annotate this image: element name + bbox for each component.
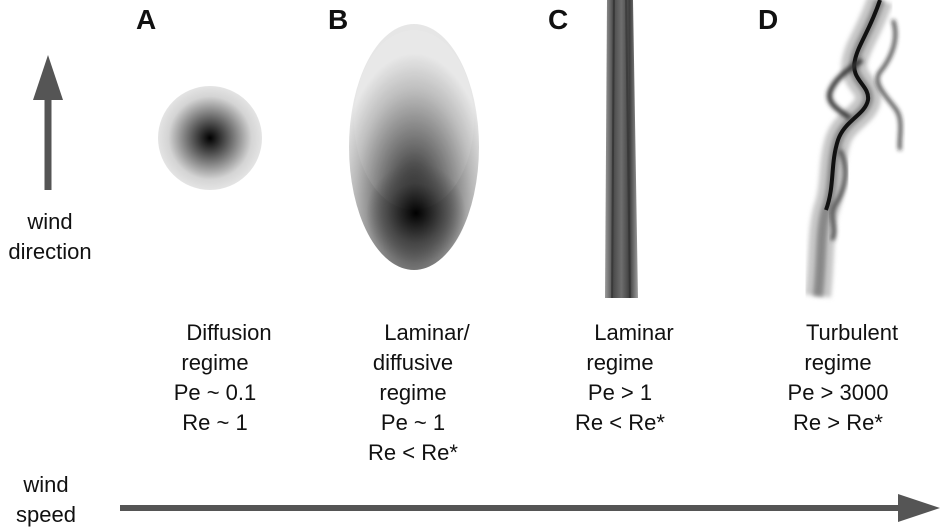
wind-speed-label: wind speed <box>6 470 86 530</box>
wind-direction-arrow <box>33 55 63 190</box>
caption-c-line: Laminar <box>594 320 674 345</box>
panel-letter-d: D <box>758 4 779 35</box>
wind-direction-line2: direction <box>8 239 92 264</box>
panel-letter-a: A <box>136 4 157 35</box>
caption-b-line: regime <box>379 380 447 405</box>
wind-speed-line2: speed <box>16 502 76 527</box>
caption-a: Diffusion regime Pe ~ 0.1 Re ~ 1 <box>115 318 315 438</box>
turbulent-plume <box>805 0 902 298</box>
caption-b-line: diffusive <box>372 350 454 375</box>
caption-c-line: Re < Re* <box>575 410 665 435</box>
caption-a-line: Pe ~ 0.1 <box>173 380 257 405</box>
wind-direction-line1: wind <box>27 209 73 234</box>
caption-b-line: Re < Re* <box>368 440 458 465</box>
caption-b-line: Pe ~ 1 <box>380 410 446 435</box>
diffusion-plume <box>158 86 262 190</box>
laminar-diffusive-plume <box>349 24 479 270</box>
caption-d-line: Pe > 3000 <box>787 380 889 405</box>
caption-d: Turbulent regime Pe > 3000 Re > Re* <box>738 318 938 438</box>
caption-c-line: regime <box>586 350 654 375</box>
wind-direction-label: wind direction <box>0 207 100 267</box>
caption-a-line: Diffusion <box>186 320 272 345</box>
caption-b: Laminar/ diffusive regime Pe ~ 1 Re < Re… <box>313 318 513 468</box>
caption-c: Laminar regime Pe > 1 Re < Re* <box>520 318 720 438</box>
caption-d-line: Re > Re* <box>793 410 883 435</box>
wind-speed-line1: wind <box>23 472 69 497</box>
caption-a-line: regime <box>181 350 249 375</box>
caption-c-line: Pe > 1 <box>587 380 653 405</box>
caption-a-line: Re ~ 1 <box>182 410 248 435</box>
panel-letter-b: B <box>328 4 349 35</box>
laminar-plume <box>605 0 638 299</box>
caption-b-line: Laminar/ <box>384 320 470 345</box>
caption-d-line: Turbulent <box>805 320 899 345</box>
panel-letter-c: C <box>548 4 569 35</box>
caption-d-line: regime <box>804 350 872 375</box>
wind-speed-arrow <box>120 494 940 522</box>
